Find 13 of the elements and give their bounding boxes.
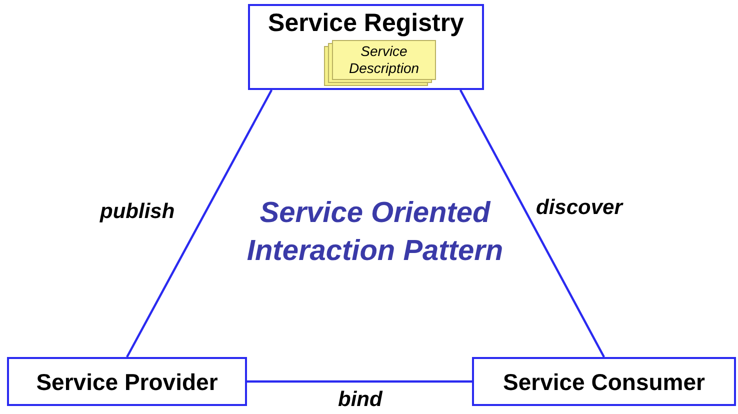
- note-text: Service Description: [348, 43, 420, 77]
- stacked-note: [324, 40, 436, 86]
- node-title: Service Provider: [36, 368, 218, 396]
- edge-label: publish: [100, 200, 175, 224]
- node-title: Service Consumer: [503, 368, 705, 396]
- process-box: [7, 357, 247, 406]
- connector-line: [247, 380, 472, 383]
- process-box: [472, 357, 736, 406]
- connector-line: [126, 89, 273, 358]
- connector-line: [459, 89, 605, 358]
- process-box: [248, 4, 484, 90]
- diagram-heading: Service Oriented Interaction Pattern: [246, 196, 504, 269]
- node-title: Service Registry: [268, 8, 464, 38]
